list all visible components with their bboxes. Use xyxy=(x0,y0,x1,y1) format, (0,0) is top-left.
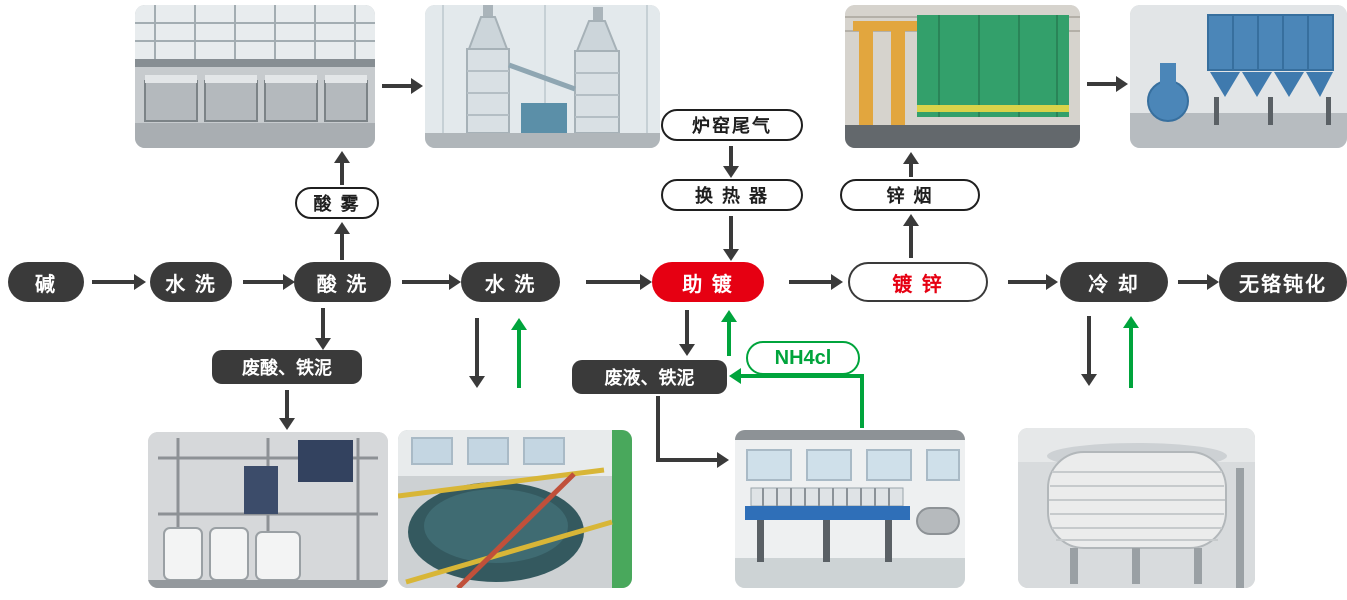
arrow-galvanizing-to-cooling xyxy=(1008,274,1058,290)
arrow-cooling-down xyxy=(1081,316,1097,386)
arrow-acid-mist-to-scrubber xyxy=(334,151,350,185)
elbow-waste-liquid-line xyxy=(656,396,660,460)
flow-step-passivation: 无铬钝化 xyxy=(1219,262,1347,302)
rinse-water-tank-photo xyxy=(398,430,632,588)
arrow-acid-wash-to-acid-mist xyxy=(334,222,350,260)
nh4cl-tag: NH4cl xyxy=(746,341,860,375)
waste-acid-iron-sludge-chip: 废酸、铁泥 xyxy=(212,350,362,384)
arrow-fluxing-return-green xyxy=(721,310,737,356)
arrow-alkali-to-water-wash xyxy=(92,274,146,290)
arrow-water-wash-return-green xyxy=(511,318,527,388)
acid-mist-scrubber-photo xyxy=(425,5,660,148)
flow-step-alkali: 碱 xyxy=(8,262,84,302)
arrow-water-wash-down xyxy=(469,318,485,388)
arrow-workshop-to-scrubber-photo xyxy=(382,78,423,94)
flow-step-water-wash-1: 水 洗 xyxy=(150,262,232,302)
furnace-tail-gas-tag: 炉窑尾气 xyxy=(661,109,803,141)
filter-press-photo xyxy=(735,430,965,588)
arrow-waste-acid-to-recovery xyxy=(279,390,295,430)
arrow-acid-wash-to-water-wash xyxy=(402,274,461,290)
arrow-cooling-to-passivation xyxy=(1178,274,1219,290)
arrow-waste-liquid-to-filter-press xyxy=(656,452,729,468)
arrow-galvanizing-to-zinc-fume xyxy=(903,214,919,258)
arrow-water-wash-to-fluxing xyxy=(586,274,652,290)
acid-recovery-unit-photo xyxy=(148,432,388,588)
arrow-zinc-fume-to-enclosure xyxy=(903,152,919,177)
bag-dust-collector-photo xyxy=(1130,5,1347,148)
flow-step-acid-wash: 酸 洗 xyxy=(294,262,391,302)
arrow-fluxing-to-galvanizing xyxy=(789,274,843,290)
arrow-water-wash-to-acid-wash xyxy=(243,274,295,290)
flow-step-galvanizing: 镀 锌 xyxy=(848,262,988,302)
nh4cl-return-line xyxy=(860,374,864,428)
flow-step-fluxing: 助 镀 xyxy=(652,262,764,302)
arrow-heat-exchanger-to-fluxing xyxy=(723,216,739,261)
acid-mist-tag: 酸 雾 xyxy=(295,187,379,219)
arrow-acid-wash-to-waste-acid xyxy=(315,308,331,350)
arrow-enclosure-to-dust-collector xyxy=(1087,76,1128,92)
heat-exchanger-tag: 换 热 器 xyxy=(661,179,803,211)
waste-liquid-iron-sludge-chip: 废液、铁泥 xyxy=(572,360,727,394)
arrow-fluxing-to-waste-liquid xyxy=(679,310,695,356)
pickling-workshop-photo xyxy=(135,5,375,148)
galvanizing-enclosure-photo xyxy=(845,5,1080,148)
arrow-nh4cl-to-waste-liquid xyxy=(729,368,864,384)
flow-step-water-wash-2: 水 洗 xyxy=(461,262,560,302)
flow-step-cooling: 冷 却 xyxy=(1060,262,1168,302)
arrow-tail-gas-to-heat-exchanger xyxy=(723,146,739,178)
zinc-fume-tag: 锌 烟 xyxy=(840,179,980,211)
arrow-cooling-return-green xyxy=(1123,316,1139,388)
cooling-tower-photo xyxy=(1018,428,1255,588)
